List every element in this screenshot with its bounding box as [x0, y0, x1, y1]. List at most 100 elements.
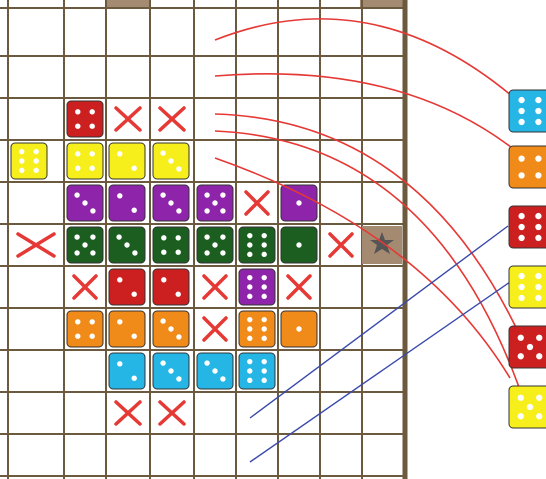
die-pip: [262, 317, 267, 322]
board-die-17: [153, 269, 189, 305]
die-pip: [19, 149, 24, 154]
die-pip: [132, 166, 137, 171]
die-pip: [132, 250, 137, 255]
die-pip: [90, 319, 95, 324]
die-pip: [117, 151, 122, 156]
die-face: [239, 311, 275, 347]
board-die-27: [239, 353, 275, 389]
die-pip: [19, 168, 24, 173]
board-die-7: [153, 185, 189, 221]
board-die-2: [67, 143, 103, 179]
board-die-9: [281, 185, 317, 221]
die-pip: [160, 150, 165, 155]
die-pip: [176, 250, 181, 255]
die-pip: [518, 108, 524, 114]
die-pip: [124, 242, 129, 247]
die-pip: [518, 335, 524, 341]
die-pip: [262, 294, 267, 299]
die-face: [109, 143, 145, 179]
die-pip: [75, 124, 80, 129]
die-pip: [535, 295, 541, 301]
die-pip: [220, 234, 225, 239]
die-pip: [535, 97, 541, 103]
die-pip: [262, 284, 267, 289]
die-pip: [160, 360, 165, 365]
die-pip: [19, 158, 24, 163]
die-pip: [247, 284, 252, 289]
die-pip: [176, 166, 181, 171]
board-die-24: [109, 353, 145, 389]
die-pip: [535, 119, 541, 125]
board-top-tab-left: [106, 0, 150, 8]
die-pip: [160, 192, 165, 197]
die-pip: [518, 213, 524, 219]
die-pip: [90, 124, 95, 129]
die-pip: [262, 275, 267, 280]
board-die-18: [239, 269, 275, 305]
die-pip: [535, 284, 541, 290]
die-pip: [82, 200, 87, 205]
die-face: [509, 146, 546, 188]
board-die-4: [153, 143, 189, 179]
die-pip: [34, 149, 39, 154]
board-die-8: [197, 185, 233, 221]
die-pip: [161, 235, 166, 240]
die-face: [153, 227, 189, 263]
die-pip: [262, 326, 267, 331]
die-pip: [220, 192, 225, 197]
die-pip: [262, 359, 267, 364]
die-pip: [247, 368, 252, 373]
die-face: [239, 353, 275, 389]
die-pip: [204, 208, 209, 213]
die-pip: [176, 208, 181, 213]
die-pip: [90, 250, 95, 255]
die-pip: [296, 242, 301, 247]
die-pip: [132, 208, 137, 213]
die-face: [67, 101, 103, 137]
board-die-21: [153, 311, 189, 347]
die-pip: [518, 273, 524, 279]
board-die-20: [109, 311, 145, 347]
die-face: [67, 143, 103, 179]
die-pip: [168, 326, 173, 331]
die-pip: [518, 235, 524, 241]
die-pip: [74, 250, 79, 255]
die-pip: [90, 151, 95, 156]
die-pip: [536, 395, 542, 401]
die-pip: [132, 334, 137, 339]
board-die-3: [109, 143, 145, 179]
die-pip: [75, 166, 80, 171]
die-pip: [34, 168, 39, 173]
die-pip: [535, 213, 541, 219]
die-pip: [90, 334, 95, 339]
board-die-5: [67, 185, 103, 221]
die-pip: [176, 376, 181, 381]
die-pip: [90, 109, 95, 114]
die-pip: [90, 166, 95, 171]
die-pip: [262, 252, 267, 257]
die-face: [11, 143, 47, 179]
die-pip: [518, 353, 524, 359]
side-die-0: [509, 90, 546, 132]
die-pip: [247, 233, 252, 238]
board-die-1: [11, 143, 47, 179]
die-pip: [247, 359, 252, 364]
die-pip: [132, 376, 137, 381]
die-pip: [527, 404, 533, 410]
side-die-2: [509, 206, 546, 248]
die-pip: [535, 172, 541, 178]
die-pip: [518, 97, 524, 103]
die-pip: [117, 277, 122, 282]
side-die-1: [509, 146, 546, 188]
die-pip: [247, 378, 252, 383]
die-pip: [74, 192, 79, 197]
die-pip: [262, 368, 267, 373]
die-pip: [161, 250, 166, 255]
die-pip: [262, 378, 267, 383]
die-pip: [212, 242, 217, 247]
die-pip: [204, 234, 209, 239]
die-pip: [176, 334, 181, 339]
die-pip: [220, 250, 225, 255]
die-pip: [536, 335, 542, 341]
die-pip: [75, 334, 80, 339]
